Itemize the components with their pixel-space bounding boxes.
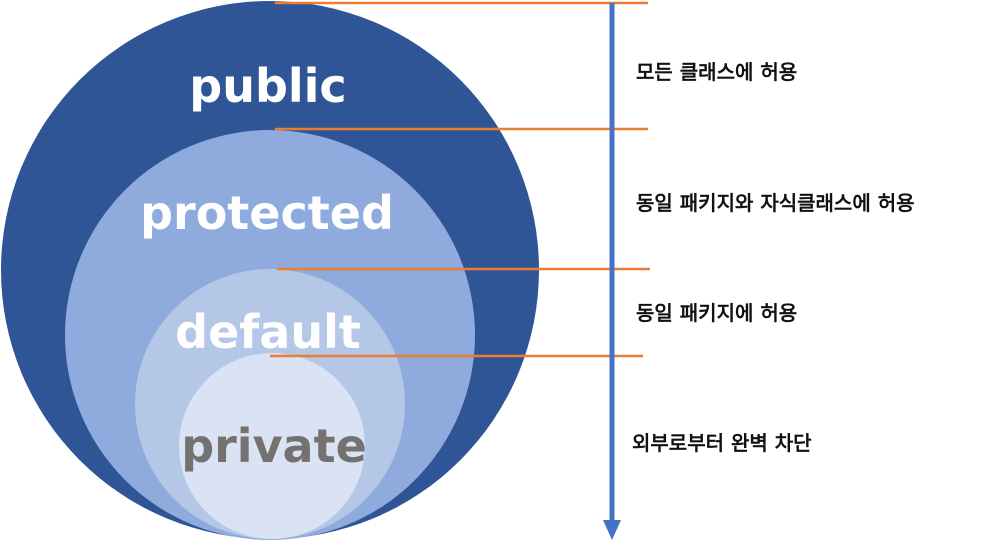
label-protected: protected: [140, 186, 394, 240]
description-public: 모든 클래스에 허용: [636, 60, 797, 84]
label-public: public: [189, 59, 346, 113]
circle-private: [179, 353, 365, 539]
description-private: 외부로부터 완벽 차단: [632, 431, 812, 455]
label-private: private: [181, 419, 367, 473]
description-protected: 동일 패키지와 자식클래스에 허용: [636, 191, 915, 215]
description-default: 동일 패키지에 허용: [636, 301, 797, 325]
scope-arrow-head: [603, 520, 621, 540]
label-default: default: [175, 305, 361, 359]
